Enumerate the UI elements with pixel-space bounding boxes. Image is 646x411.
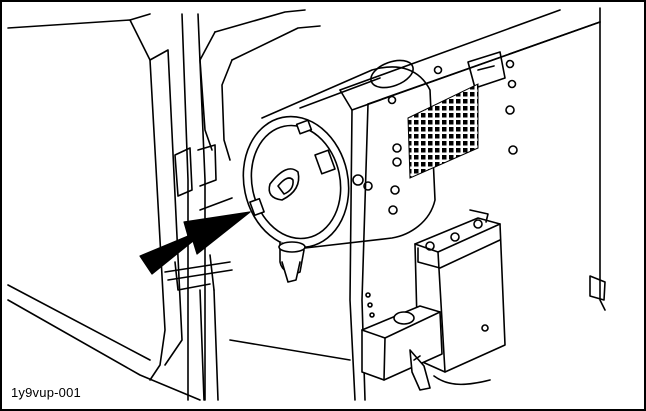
pointer-arrow [139,211,251,275]
left-frame-panel [7,13,201,401]
lower-rail [164,254,351,401]
switch-box [361,305,491,391]
vent-grille [407,83,479,179]
support-post [174,13,233,401]
intake-tube [199,9,321,161]
figure-id-label: 1y9vup-001 [9,385,83,401]
plate-holes [352,59,518,318]
filter-end-cap [242,115,350,249]
dust-valve [278,241,306,283]
